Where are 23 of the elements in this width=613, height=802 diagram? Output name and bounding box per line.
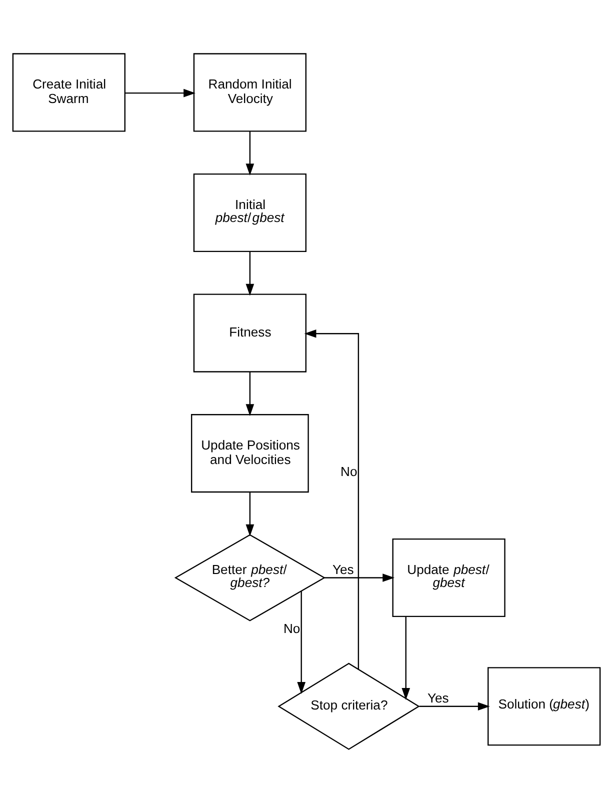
node-box: Update Positions and Velocities bbox=[190, 414, 309, 492]
arrow bbox=[402, 616, 410, 700]
node-diamond: Stop criteria? bbox=[278, 662, 420, 750]
arrow bbox=[246, 371, 254, 416]
node-box: Update pbest/ gbest bbox=[392, 538, 506, 617]
arrow bbox=[246, 492, 254, 536]
edge-label: No bbox=[283, 620, 300, 636]
arrow bbox=[419, 702, 490, 710]
arrow bbox=[297, 590, 306, 694]
arrow bbox=[246, 250, 254, 296]
arrow bbox=[125, 88, 196, 97]
edge-label: Yes bbox=[427, 690, 449, 706]
node-box: Create Initial Swarm bbox=[12, 52, 126, 132]
arrow bbox=[324, 573, 395, 582]
node-box: Solution (gbest) bbox=[488, 666, 601, 746]
node-diamond: Better pbest/ gbest? bbox=[174, 534, 326, 621]
arrow bbox=[246, 130, 254, 175]
node-box: Fitness bbox=[193, 293, 306, 372]
node-box: Initial pbest/gbest bbox=[193, 172, 306, 252]
arrow bbox=[304, 328, 360, 669]
node-box: Random Initial Velocity bbox=[193, 52, 306, 132]
edge-label: No bbox=[340, 464, 358, 479]
edge-label: Yes bbox=[332, 561, 354, 576]
